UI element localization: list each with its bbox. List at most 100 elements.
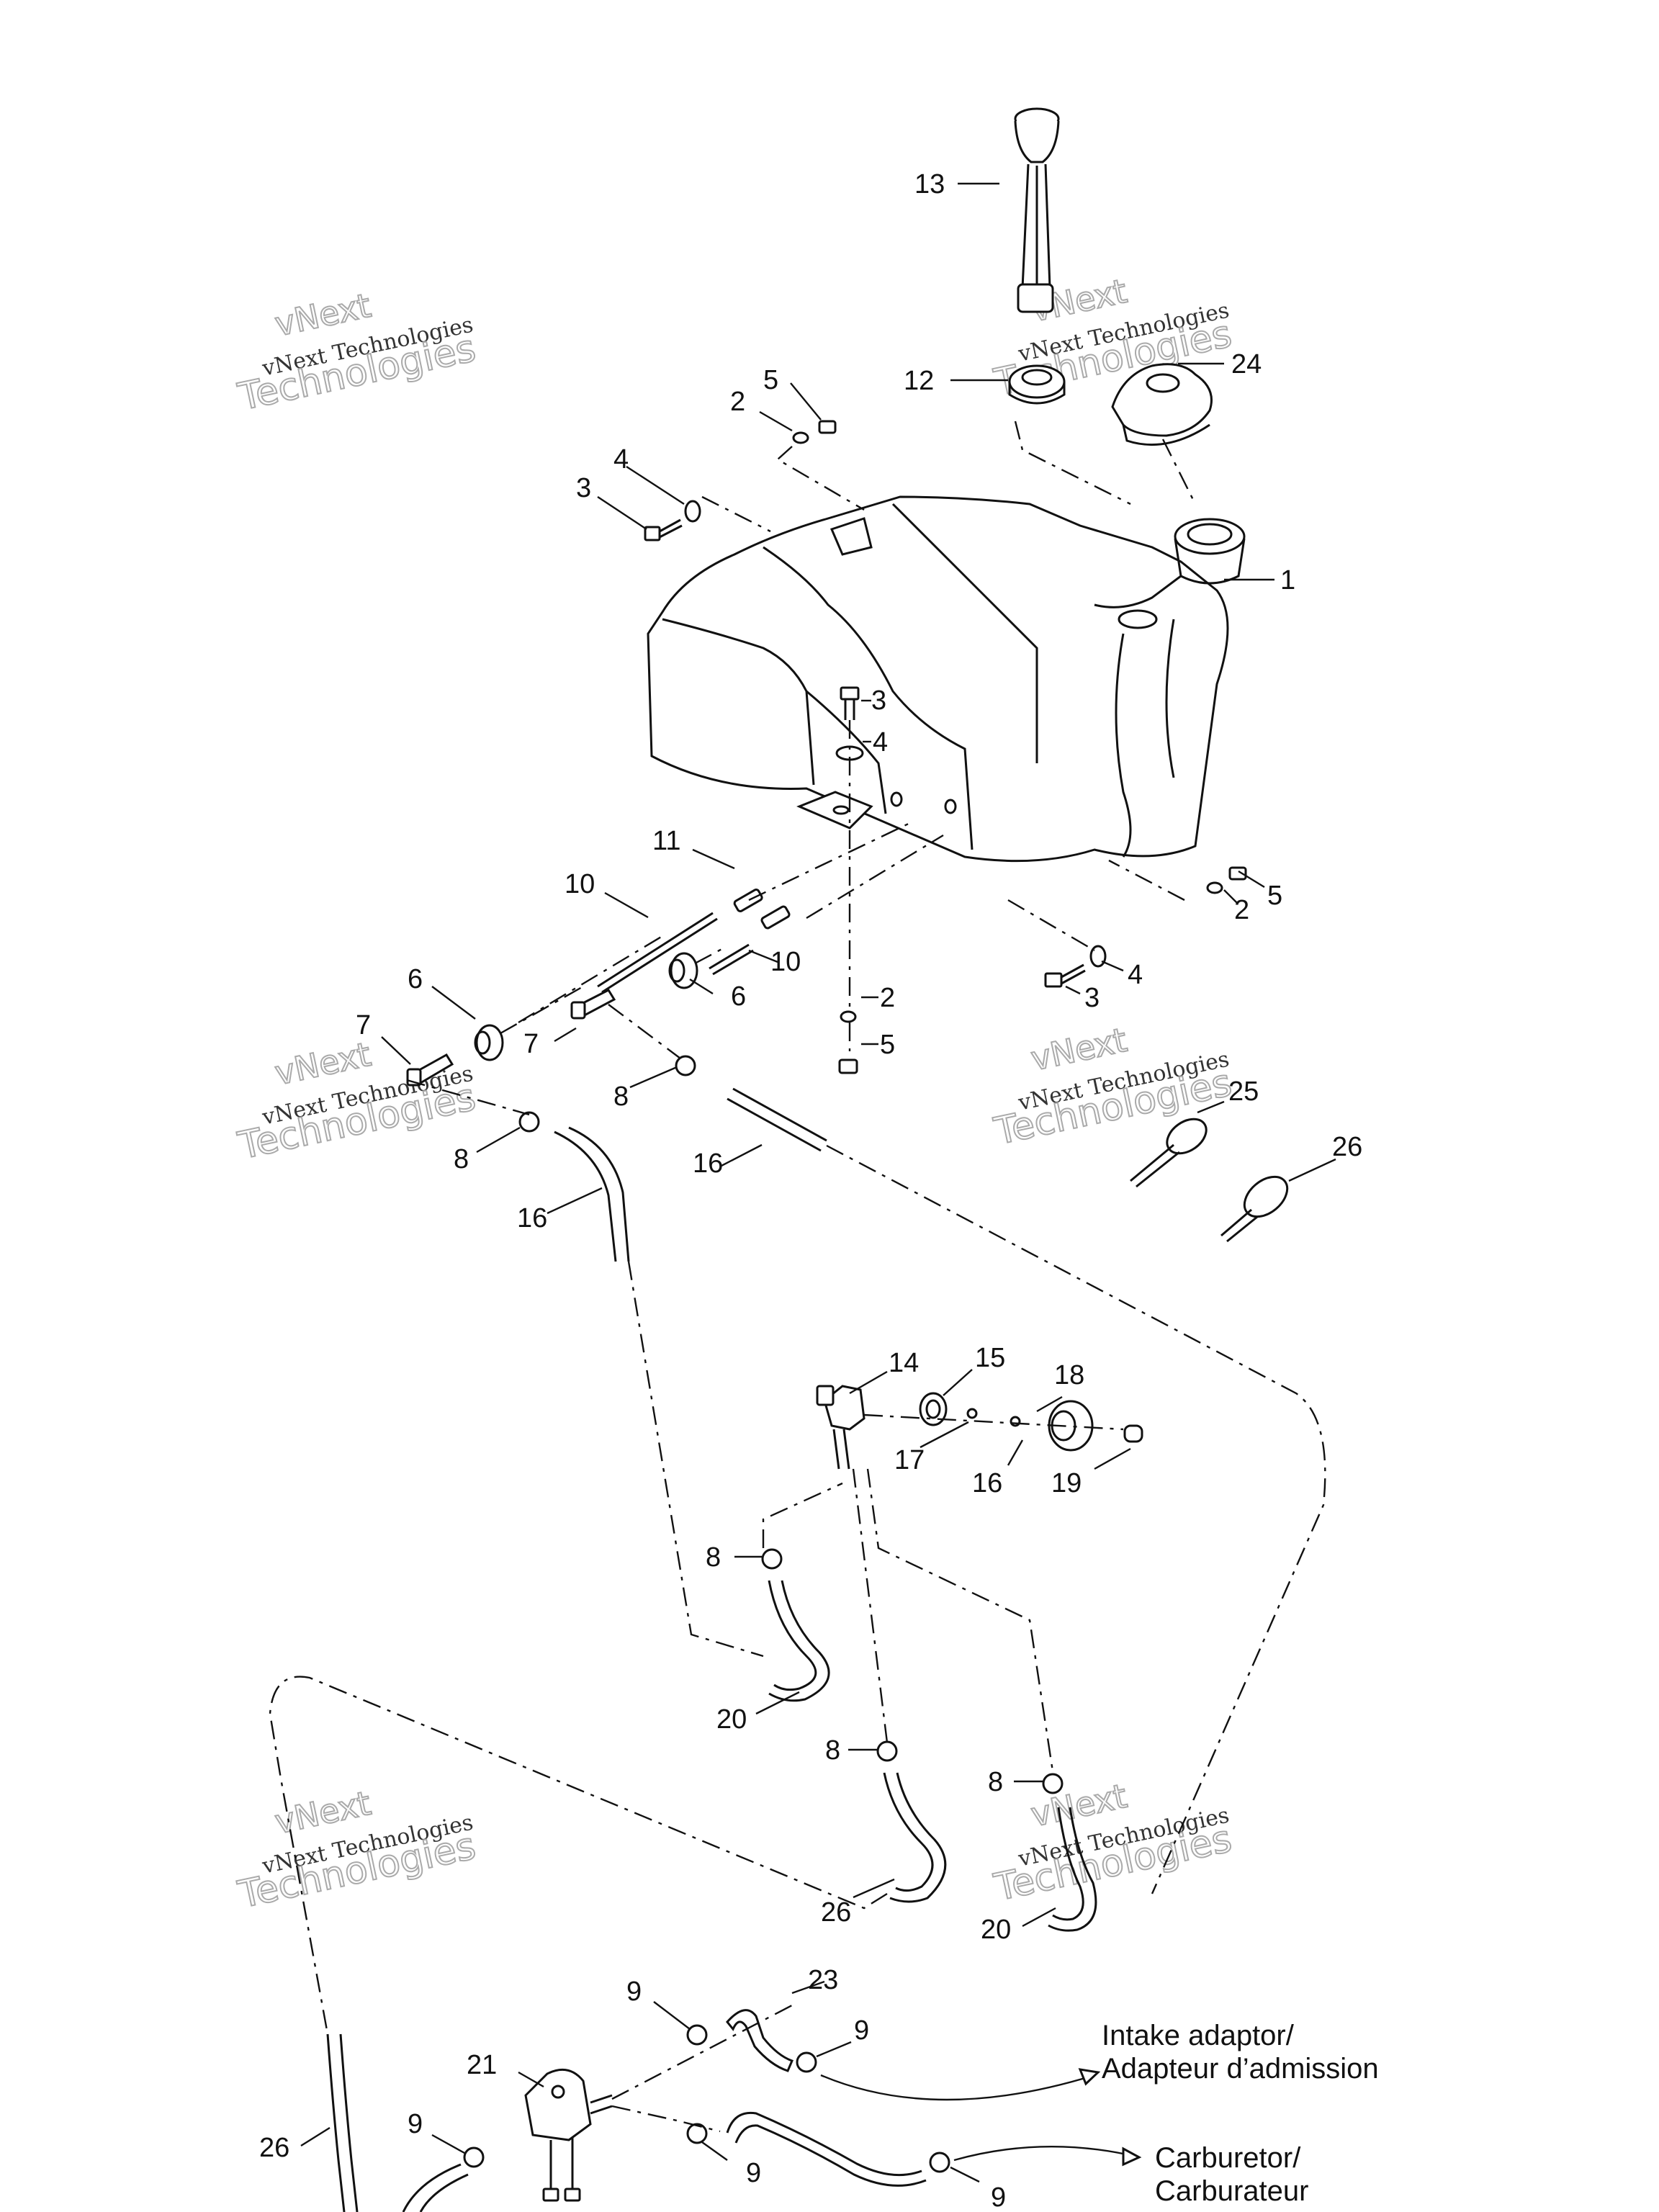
callout-4-center: 4 [873,727,888,757]
callout-4-top: 4 [613,444,629,475]
clamp-9-b [796,2051,817,2073]
carburetor-label-line1: Carburetor/ [1155,2142,1301,2174]
nut-5-lower [838,1058,858,1074]
callout-20-left: 16 [517,1203,547,1233]
callout-20-middle: 20 [716,1704,747,1735]
callout-7-left: 7 [356,1010,371,1040]
arrow-to-intake [820,2074,1095,2101]
fitting-11-left [733,889,763,912]
watermark-bottom-right: vNext vNext Technologies Technologies [989,1776,1236,1911]
callout-4-right: 4 [1128,960,1143,990]
washer-2-lower [840,1010,857,1023]
cap-19 [1123,1424,1143,1443]
callout-3-top: 3 [576,473,591,503]
callout-1: 1 [1280,565,1295,595]
callout-12: 12 [904,366,934,396]
intake-label-line1: Intake adaptor/ [1102,2020,1295,2051]
screw-3-center [840,686,860,720]
callout-14: 14 [889,1348,919,1378]
grommet-6-right [668,952,698,989]
fuel-gauge-dipstick [1014,107,1060,313]
callout-2-right: 2 [1234,895,1249,925]
callout-10-right: 10 [770,947,801,977]
fitting-11-right [760,905,791,930]
clamp-8-d [876,1740,898,1762]
vent-tube-10-right [709,943,754,976]
callout-18: 18 [1054,1360,1084,1390]
clamp-9-e [929,2152,950,2173]
washer-4-top [684,500,701,523]
arrow-to-carburetor [953,2145,1137,2162]
vent-tube-10-left [597,912,718,994]
callout-20-straight: 16 [693,1148,723,1179]
hose-24-middle [883,1772,947,1903]
callout-9-top: 9 [626,1977,642,2007]
callout-24-middle: 26 [821,1897,851,1928]
callout-8-upper: 8 [613,1082,629,1112]
cable-tie-26 [1130,1118,1208,1188]
callout-23: 23 [808,1965,838,1995]
callout-6-left: 6 [408,964,423,994]
fuel-valve-14 [816,1385,866,1470]
callout-2-top: 2 [730,387,745,417]
hose-lower-left [402,2163,469,2212]
watermark-top-left: vNext vNext Technologies Technologies [233,285,480,421]
callout-16: 16 [972,1468,1002,1498]
arrow-head-intake [1078,2068,1101,2086]
callout-11: 11 [652,826,680,856]
ball-17 [966,1408,978,1419]
callout-5-lower: 5 [880,1030,895,1060]
callout-10-left: 10 [565,869,595,899]
callout-5-right: 5 [1267,881,1282,911]
screw-3-top [644,518,683,541]
callout-20-right: 20 [981,1915,1011,1945]
clamp-9-d [686,2123,708,2144]
callout-17: 17 [894,1445,925,1475]
callout-6-right: 6 [731,981,746,1012]
callout-9-bottom: 9 [746,2158,761,2188]
clamp-8-b [675,1055,696,1076]
fuel-tank [647,495,1246,863]
hose-20-right [1048,1807,1097,1932]
callout-19: 19 [1051,1468,1082,1498]
watermark-mid-left: vNext vNext Technologies Technologies [233,1034,480,1169]
nut-5-top [818,420,837,434]
hose-24-left [326,2033,359,2212]
callout-5-top: 5 [763,365,778,395]
hose-lower-right [726,2111,927,2187]
callout-26: 25 [1228,1076,1259,1107]
nut-15 [919,1392,948,1426]
callout-27: 26 [1332,1132,1362,1162]
hose-20-left-bend [554,1126,630,1262]
spring-16 [1010,1416,1021,1427]
callout-15: 15 [975,1343,1005,1373]
grommet-6-left [474,1024,504,1061]
filler-gasket [1008,364,1066,405]
fuel-cap [1111,363,1213,446]
callout-13: 13 [914,169,945,199]
washer-2-top [792,431,809,444]
carburetor-label-line2: Carburateur [1155,2175,1308,2207]
callout-2-lower: 2 [880,983,895,1013]
clamp-8-e [1042,1773,1064,1794]
clamp-9-a [686,2024,708,2046]
fuel-pump-21 [524,2068,613,2202]
callout-9-left: 9 [408,2109,423,2139]
callout-3-right: 3 [1084,983,1100,1013]
intake-label-line2: Adapteur d’admission [1102,2053,1379,2085]
clamp-8-c [761,1548,783,1570]
callout-9-right: 9 [854,2015,869,2046]
callout-25: 24 [1231,349,1262,379]
callout-24-left: 26 [259,2133,289,2163]
washer-2-right [1206,881,1223,894]
callout-3-center: 3 [871,685,886,716]
watermark-mid-right: vNext vNext Technologies Technologies [989,1020,1236,1155]
arrow-head-carburetor [1122,2146,1142,2167]
elbow-fitting-7-right [570,989,616,1020]
callout-8-center: 8 [825,1735,840,1766]
callout-21: 21 [467,2050,497,2080]
watermark-bottom-left: vNext vNext Technologies Technologies [233,1783,480,1918]
hose-23 [726,2009,794,2072]
washer-4-right [1089,945,1107,968]
